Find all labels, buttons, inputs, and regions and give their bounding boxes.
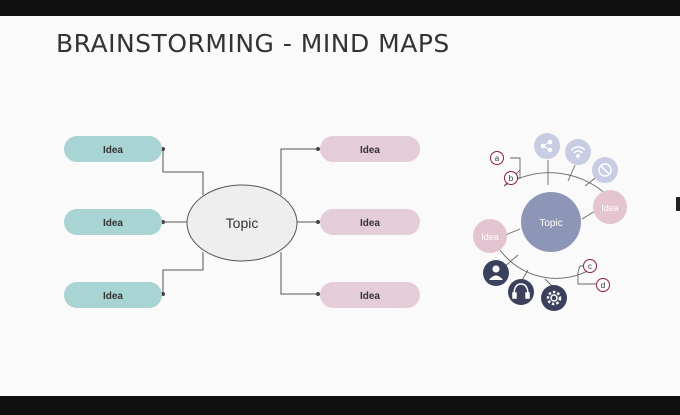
- no-entry-icon: [598, 163, 612, 177]
- label-d: d: [596, 278, 610, 292]
- wifi-bubble: [565, 139, 591, 165]
- right-idea-3-label: Idea: [360, 291, 380, 302]
- label-d-text: d: [601, 281, 605, 290]
- share-icon: [540, 139, 553, 153]
- right-idea-1-label: Idea: [360, 145, 380, 156]
- right-topic-label: Topic: [539, 218, 562, 229]
- left-idea-3-label: Idea: [103, 291, 123, 302]
- scroll-edge-marker: [676, 197, 680, 211]
- left-idea-1: Idea: [64, 136, 162, 162]
- share-bubble: [534, 133, 560, 159]
- gear-bubble: [541, 285, 567, 311]
- left-idea-2: Idea: [64, 209, 162, 235]
- left-topic-node: Topic: [186, 184, 298, 262]
- headphones-icon: [512, 283, 530, 299]
- left-topic-label: Topic: [226, 215, 259, 231]
- left-idea-2-label: Idea: [103, 218, 123, 229]
- label-b: b: [504, 171, 518, 185]
- right-topic-node: Topic: [521, 192, 581, 252]
- right-map-idea-2: Idea: [473, 219, 507, 253]
- right-map-idea-2-label: Idea: [481, 232, 499, 242]
- bottom-black-bar: [0, 396, 680, 415]
- right-map-idea-1: Idea: [593, 190, 627, 224]
- user-icon: [489, 265, 503, 280]
- top-black-bar: [0, 0, 680, 16]
- right-idea-2-label: Idea: [360, 218, 380, 229]
- label-b-text: b: [509, 174, 514, 183]
- user-bubble: [483, 260, 509, 286]
- gear-icon: [546, 290, 562, 306]
- no-entry-bubble: [592, 157, 618, 183]
- headphones-bubble: [508, 279, 534, 305]
- slide-title: BRAINSTORMING - MIND MAPS: [56, 29, 450, 58]
- label-a: a: [490, 151, 504, 165]
- left-idea-3: Idea: [64, 282, 162, 308]
- right-idea-2: Idea: [320, 209, 420, 235]
- right-idea-3: Idea: [320, 282, 420, 308]
- left-map-connectors: [162, 148, 318, 295]
- right-map-idea-1-label: Idea: [601, 203, 619, 213]
- right-idea-1: Idea: [320, 136, 420, 162]
- left-idea-1-label: Idea: [103, 145, 123, 156]
- wifi-icon: [570, 146, 586, 158]
- label-a-text: a: [495, 154, 500, 163]
- label-c: c: [583, 259, 597, 273]
- label-c-text: c: [588, 262, 592, 271]
